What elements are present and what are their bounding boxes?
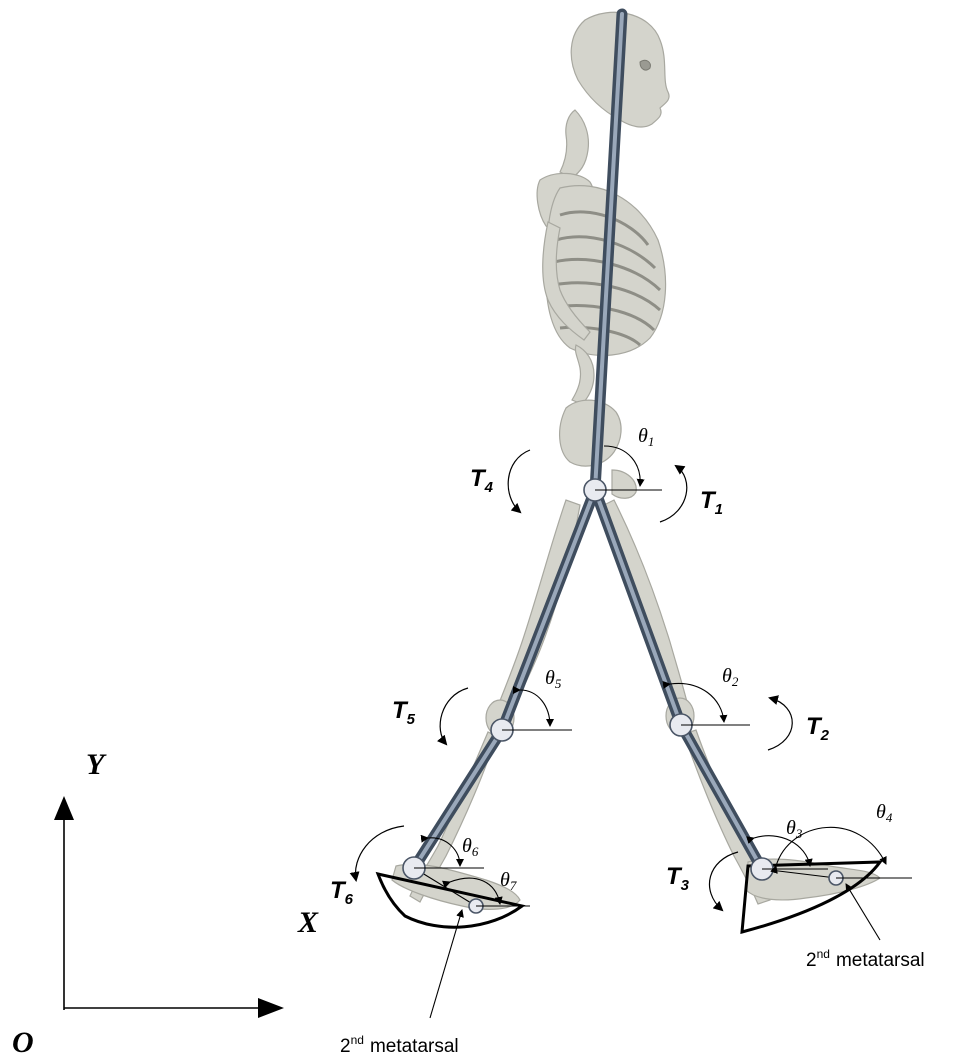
x-axis-label: X [297,906,319,939]
t5-label: T5 [392,697,416,728]
t4-label: T4 [470,465,494,496]
coordinate-axes [54,796,284,1018]
t3-label: T3 [666,863,690,894]
t2-moment-arrow [768,698,792,750]
theta1-label: θ1 [638,425,654,449]
theta7-label: θ7 [500,869,517,893]
theta6-label: θ6 [462,835,479,859]
t4-moment-arrow [508,450,530,512]
origin-label: O [12,1026,34,1058]
y-axis-label: Y [86,748,107,781]
skeleton-illustration [392,12,880,909]
pelvis [560,400,621,466]
t6-label: T6 [330,877,354,908]
t2-label: T2 [806,713,830,744]
cervical-spine [560,110,588,178]
right-femur [604,500,690,718]
theta3-label: θ3 [786,817,803,841]
theta5-label: θ5 [545,667,562,691]
left-femur [494,500,580,722]
theta2-label: θ2 [722,665,739,689]
t1-label: T1 [700,487,723,518]
theta4-label: θ4 [876,801,893,825]
t3-moment-arrow [709,852,738,910]
t1-moment-arrow [660,466,687,522]
t5-moment-arrow [440,688,468,744]
